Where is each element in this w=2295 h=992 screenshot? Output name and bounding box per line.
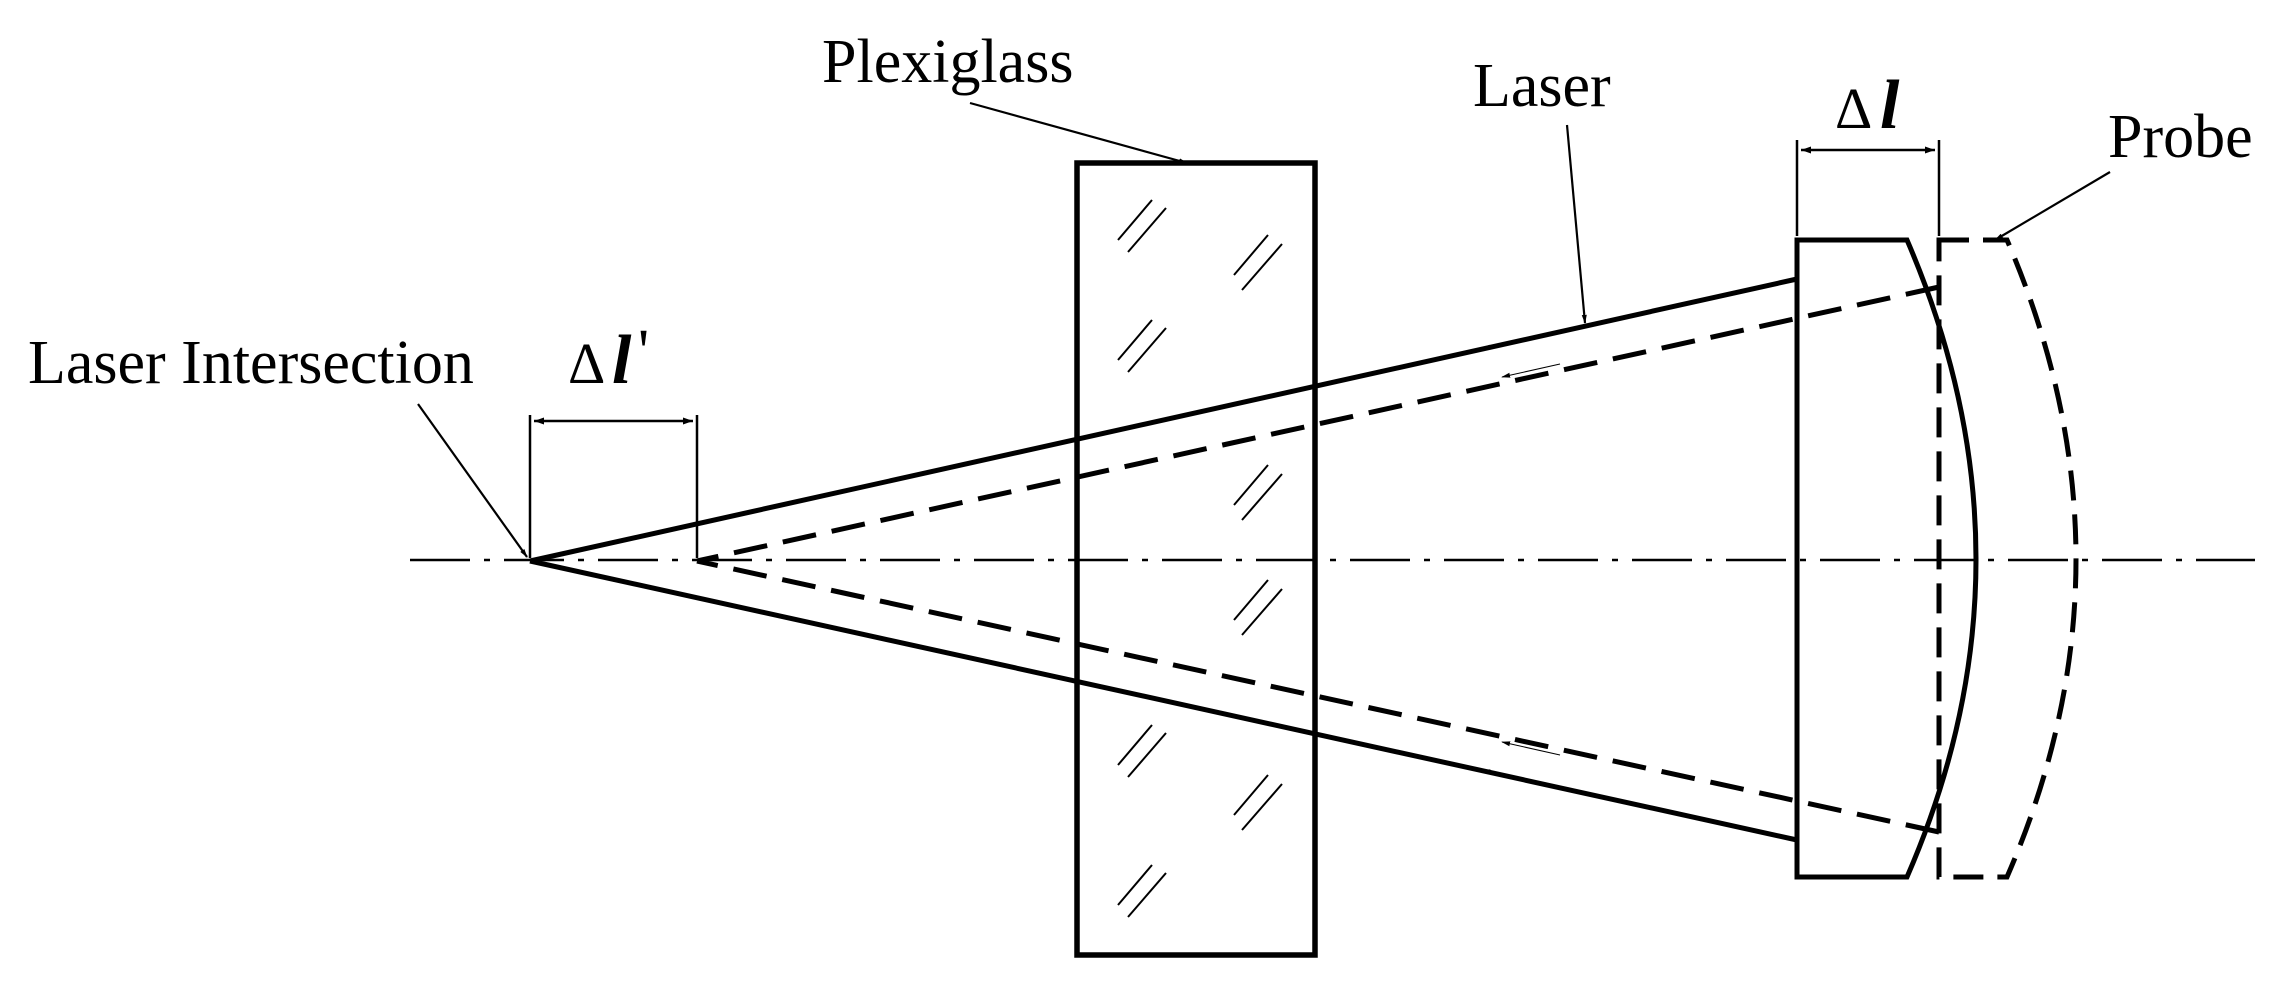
probe-displaced [1936, 237, 2079, 880]
delta-glyph: Δ [1835, 76, 1872, 141]
laser-intersection-label: Laser Intersection [28, 329, 474, 397]
laser-beams-dashed [696, 284, 1940, 835]
intersection-shift-dimension [528, 415, 699, 558]
plexiglass-plate [1074, 160, 1318, 958]
intersection-leader [417, 403, 528, 558]
leader-lines [417, 101, 2111, 558]
prime-glyph: ' [638, 318, 649, 386]
laser-label: Laser [1473, 52, 1611, 120]
beam-direction-arrows [1481, 335, 1561, 784]
delta-l-prime-symbol: Δ l ' [568, 318, 649, 399]
delta-glyph: Δ [568, 331, 605, 396]
delta-l-symbol: Δ l [1835, 67, 1900, 144]
plexiglass-leader [969, 101, 1188, 165]
probe-leader [1994, 171, 2111, 241]
plexiglass-label: Plexiglass [822, 28, 1073, 96]
ell-glyph: l [1880, 67, 1900, 144]
probe-displacement-dimension [1795, 140, 1941, 236]
glass-hatch-marks [1117, 199, 1283, 918]
probe-original [1794, 237, 1979, 880]
ell-glyph: l [612, 322, 632, 399]
laser-leader [1565, 124, 1587, 324]
probe-label: Probe [2108, 103, 2253, 171]
laser-beams-solid [529, 276, 1798, 843]
